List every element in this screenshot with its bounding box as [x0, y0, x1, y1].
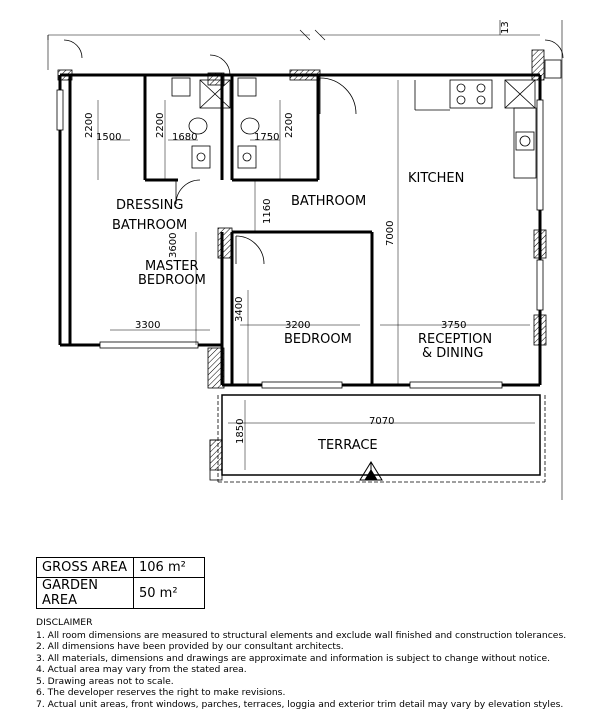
- gross-area-value: 106 m²: [133, 557, 205, 578]
- door-swings: [63, 39, 564, 265]
- grid-lines: [47, 20, 563, 500]
- dim-7000: 7000: [385, 221, 396, 246]
- disclaimer-title: DISCLAIMER: [36, 617, 93, 628]
- dim-2200-a: 2200: [84, 113, 95, 138]
- dimension-labels: 2200 1500 2200 1680 2200 1750 1160 3600 …: [84, 21, 511, 444]
- floor-plan: KITCHEN BATHROOM DRESSING BATHROOM MASTE…: [47, 20, 564, 500]
- disclaimer-item: 4. Actual area may vary from the stated …: [36, 664, 247, 675]
- bathroom-fixtures: [171, 77, 260, 169]
- dim-3300: 3300: [135, 320, 160, 331]
- dim-1750: 1750: [254, 132, 279, 143]
- dimension-lines: [97, 80, 535, 470]
- room-label-terrace: TERRACE: [317, 438, 378, 453]
- gross-area-row: GROSS AREA 106 m²: [36, 557, 205, 578]
- dim-1500: 1500: [96, 132, 121, 143]
- kitchen-fixtures: [414, 59, 562, 179]
- disclaimer: DISCLAIMER 1. All room dimensions are me…: [36, 617, 602, 710]
- disclaimer-item: 6. The developer reserves the right to m…: [36, 687, 286, 698]
- gross-area-label: GROSS AREA: [36, 557, 134, 578]
- dim-1680: 1680: [172, 132, 197, 143]
- room-labels: KITCHEN BATHROOM DRESSING BATHROOM MASTE…: [112, 171, 492, 453]
- disclaimer-item: 7. Actual unit areas, front windows, par…: [36, 698, 564, 710]
- disclaimer-item: 3. All materials, dimensions and drawing…: [36, 652, 551, 664]
- disclaimer-item: 1. All room dimensions are measured to s…: [36, 629, 567, 641]
- room-label-master-1: MASTER: [145, 259, 199, 274]
- garden-area-label: GARDEN AREA: [36, 577, 134, 609]
- dim-1160: 1160: [262, 199, 273, 224]
- disclaimer-list: 1. All room dimensions are measured to s…: [36, 630, 602, 711]
- dim-7070: 7070: [369, 416, 394, 427]
- dim-2200-b: 2200: [155, 113, 166, 138]
- dim-3750: 3750: [441, 320, 466, 331]
- room-label-dining: & DINING: [422, 346, 483, 361]
- dim-3200: 3200: [285, 320, 310, 331]
- garden-area-row: GARDEN AREA 50 m²: [36, 577, 205, 609]
- dim-3400: 3400: [234, 297, 245, 322]
- disclaimer-item: 5. Drawing areas not to scale.: [36, 675, 174, 687]
- dim-3600: 3600: [168, 233, 179, 258]
- disclaimer-item: 2. All dimensions have been provided by …: [36, 641, 344, 652]
- room-label-dressing-bathroom: BATHROOM: [112, 218, 187, 233]
- room-label-reception: RECEPTION: [418, 332, 492, 347]
- room-label-kitchen: KITCHEN: [408, 171, 464, 186]
- dim-1850: 1850: [235, 419, 246, 444]
- room-label-bathroom: BATHROOM: [291, 194, 366, 209]
- room-label-dressing: DRESSING: [116, 198, 183, 213]
- dim-2200-c: 2200: [284, 113, 295, 138]
- columns: [57, 49, 547, 471]
- dim-13: 13: [500, 21, 511, 34]
- windows: [56, 89, 544, 389]
- room-label-bedroom: BEDROOM: [284, 332, 352, 347]
- terrace-outline: [209, 394, 546, 483]
- entry-arrow-icon: [359, 461, 383, 481]
- room-label-master-2: BEDROOM: [138, 273, 206, 288]
- garden-area-value: 50 m²: [133, 577, 205, 609]
- area-table: GROSS AREA 106 m² GARDEN AREA 50 m²: [36, 557, 205, 609]
